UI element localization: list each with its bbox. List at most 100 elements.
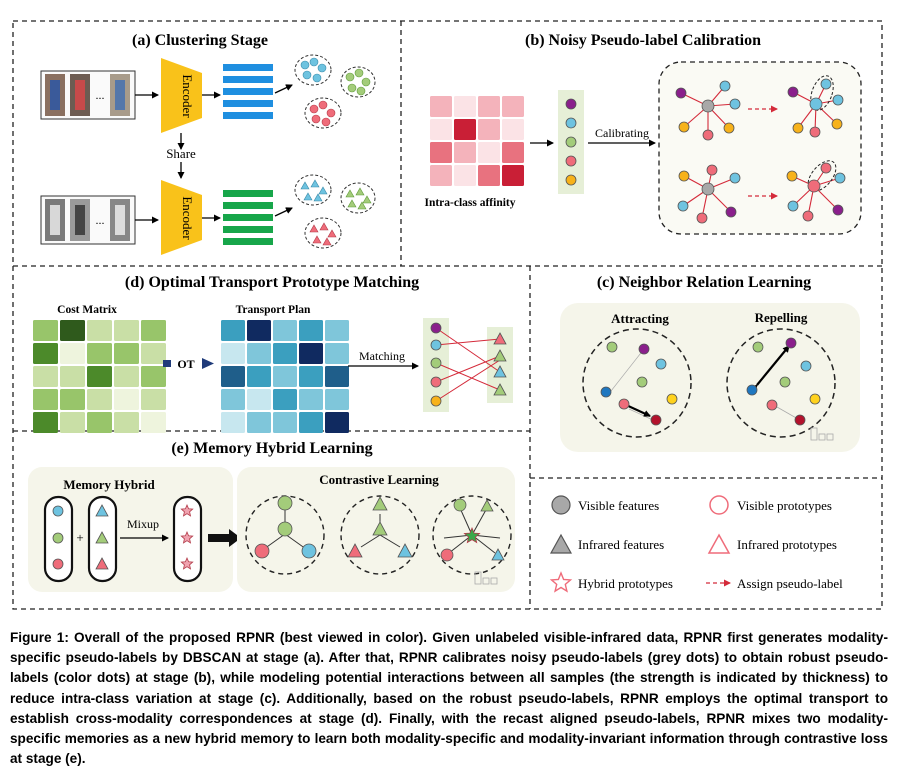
transport-cell xyxy=(247,389,271,410)
mixup-label: Mixup xyxy=(127,517,159,531)
legend-infrared-prototypes: Infrared prototypes xyxy=(737,537,837,552)
affinity-cell xyxy=(478,96,500,117)
transport-cell xyxy=(247,366,271,387)
cost-cell xyxy=(114,389,139,410)
panel-a-clustering: (a) Clustering Stage ... ... Encoder Enc… xyxy=(40,32,376,255)
legend-assign-label: Assign pseudo-label xyxy=(737,576,843,591)
transport-plan-matrix xyxy=(221,320,349,433)
hybrid-star xyxy=(180,530,194,544)
affinity-cell xyxy=(430,119,452,140)
transport-cell xyxy=(325,320,349,341)
transport-cell xyxy=(325,343,349,364)
legend-hybrid-prototypes: Hybrid prototypes xyxy=(578,576,673,591)
cost-cell xyxy=(60,412,85,433)
cost-cell xyxy=(114,412,139,433)
panel-c-neighbor-relation: (c) Neighbor Relation Learning Attractin… xyxy=(560,274,860,452)
infrared-encoder xyxy=(161,180,202,255)
visible-encoder-label: Encoder xyxy=(180,74,195,118)
matching-label: Matching xyxy=(359,349,405,363)
transport-plan-label: Transport Plan xyxy=(236,304,311,316)
transport-cell xyxy=(273,320,297,341)
cost-cell xyxy=(141,366,166,387)
cost-cell xyxy=(33,412,58,433)
neighbor-box xyxy=(560,303,860,452)
attracting-label: Attracting xyxy=(611,311,669,326)
attracting-nodes xyxy=(600,341,678,426)
affinity-cell xyxy=(454,165,476,186)
legend: Visible features Visible prototypes Infr… xyxy=(549,495,843,593)
cost-cell xyxy=(60,366,85,387)
affinity-cell xyxy=(502,119,524,140)
transport-cell xyxy=(325,389,349,410)
transport-cell xyxy=(299,389,323,410)
legend-visible-prototypes-icon xyxy=(709,495,729,515)
cost-matrix xyxy=(33,320,166,433)
hybrid-star xyxy=(180,556,194,570)
transport-cell xyxy=(273,412,297,433)
panel-c-title: (c) Neighbor Relation Learning xyxy=(597,274,811,291)
transport-cell xyxy=(325,366,349,387)
visible-ellipsis: ... xyxy=(96,88,105,102)
legend-infrared-prototypes-icon xyxy=(707,533,731,554)
panel-a-title: (a) Clustering Stage xyxy=(132,32,268,49)
cost-cell xyxy=(141,412,166,433)
panel-b-calibration: (b) Noisy Pseudo-label Calibration Intra… xyxy=(424,32,862,235)
affinity-cell xyxy=(454,142,476,163)
transport-cell xyxy=(247,412,271,433)
affinity-cell xyxy=(430,96,452,117)
cost-matrix-label: Cost Matrix xyxy=(57,304,117,316)
contrastive-group-2 xyxy=(347,496,413,558)
figure-caption: Figure 1: Overall of the proposed RPNR (… xyxy=(10,630,888,767)
transport-cell xyxy=(299,320,323,341)
cost-cell xyxy=(87,412,112,433)
infrared-ellipsis: ... xyxy=(96,213,105,227)
cost-cell xyxy=(60,343,85,364)
affinity-cell xyxy=(454,119,476,140)
infrared-clusters xyxy=(294,174,376,249)
transport-cell xyxy=(221,366,245,387)
affinity-cell xyxy=(430,165,452,186)
cost-cell xyxy=(60,320,85,341)
cost-cell xyxy=(33,366,58,387)
affinity-cell xyxy=(478,142,500,163)
affinity-cell xyxy=(454,96,476,117)
share-label: Share xyxy=(166,146,196,161)
affinity-label: Intra-class affinity xyxy=(424,197,515,209)
cost-cell xyxy=(87,320,112,341)
transport-cell xyxy=(247,320,271,341)
cost-cell xyxy=(141,320,166,341)
transport-cell xyxy=(221,320,245,341)
affinity-cell xyxy=(430,142,452,163)
panel-e-title: (e) Memory Hybrid Learning xyxy=(171,440,372,457)
to-contrastive-arrow xyxy=(208,529,241,547)
visible-feature-bars xyxy=(223,64,273,119)
transport-cell xyxy=(247,343,271,364)
visible-clusters xyxy=(294,54,376,129)
ot-label: OT xyxy=(177,357,194,371)
legend-hybrid-prototypes-icon xyxy=(549,571,573,593)
affinity-cell xyxy=(502,96,524,117)
affinity-cell xyxy=(478,119,500,140)
contrastive-group-3 xyxy=(440,498,505,562)
cost-cell xyxy=(114,366,139,387)
visible-encoder xyxy=(161,58,202,133)
cost-cell xyxy=(114,320,139,341)
infrared-encoder-label: Encoder xyxy=(180,196,195,240)
panel-b-title: (b) Noisy Pseudo-label Calibration xyxy=(525,32,761,49)
contrastive-group-1 xyxy=(254,495,317,559)
transport-cell xyxy=(273,343,297,364)
cost-cell xyxy=(60,389,85,410)
cost-cell xyxy=(33,343,58,364)
cost-cell xyxy=(87,389,112,410)
memory-hybrid-label: Memory Hybrid xyxy=(63,477,155,492)
repelling-label: Repelling xyxy=(755,310,808,325)
intra-class-affinity-matrix xyxy=(430,96,524,186)
affinity-cell xyxy=(502,165,524,186)
hybrid-star xyxy=(180,503,194,517)
transport-cell xyxy=(299,366,323,387)
infrared-feature-bars xyxy=(223,190,273,245)
repelling-nodes xyxy=(746,337,821,426)
legend-visible-features: Visible features xyxy=(578,498,659,513)
panel-d-optimal-transport: (d) Optimal Transport Prototype Matching… xyxy=(33,274,513,433)
matching-lines xyxy=(435,327,501,402)
